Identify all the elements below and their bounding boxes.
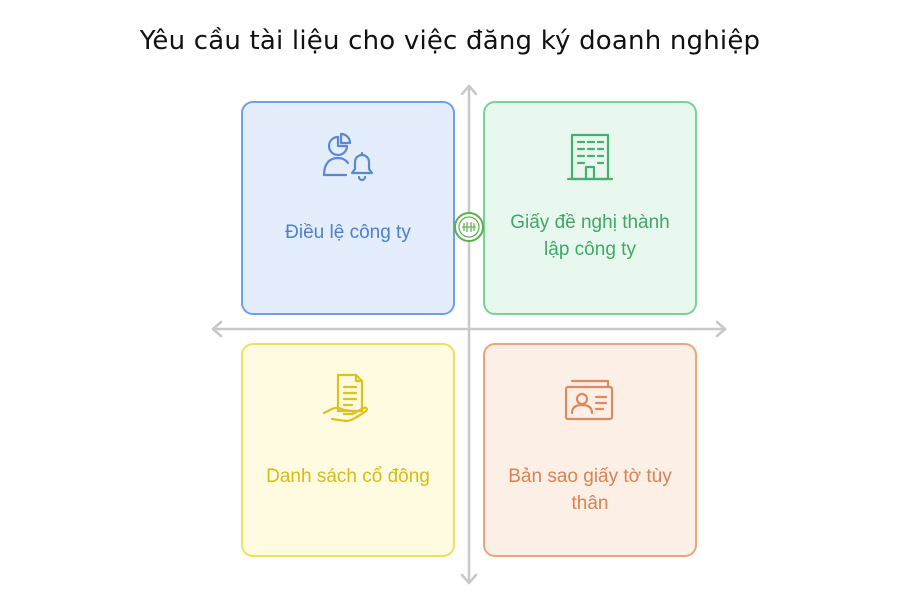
arrow-left-head [211,320,223,338]
page-title: Yêu cầu tài liệu cho việc đăng ký doanh … [139,26,761,56]
quadrant-card-charter: Điều lệ công ty [241,101,455,315]
arrow-up-head [460,84,478,96]
quadrant-label-shareholders: Danh sách cổ đông [266,466,430,487]
quadrant-label-id-copies: Bản sao giấy tờ tùy thân [508,466,672,514]
quadrant-label-charter: Điều lệ công ty [285,222,411,243]
hand-document-icon [322,373,368,423]
arrow-down-head [460,573,478,585]
quadrant-card-id-copies: Bản sao giấy tờ tùy thân [483,343,697,557]
people-chart-bell-icon [322,132,374,182]
quadrant-label-application: Giấy đề nghị thành lập công ty [510,212,670,260]
quadrant-card-shareholders: Danh sách cổ đông [241,343,455,557]
id-card-icon [564,379,614,421]
watermark-logo-icon [454,212,484,242]
quadrant-card-application: Giấy đề nghị thành lập công ty [483,101,697,315]
arrow-right-head [715,320,727,338]
office-building-icon [566,133,614,181]
